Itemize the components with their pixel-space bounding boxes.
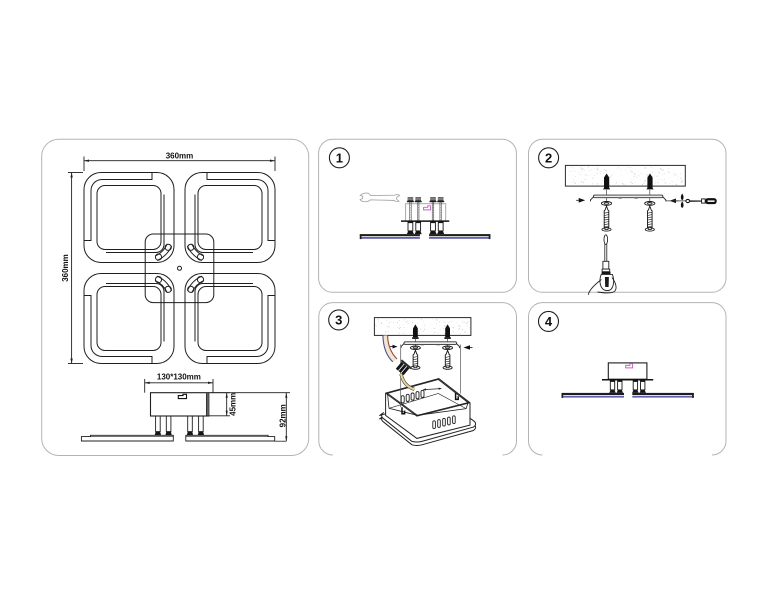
svg-text:360mm: 360mm [61, 254, 70, 282]
svg-text:2: 2 [545, 150, 552, 165]
svg-text:3: 3 [335, 313, 342, 328]
svg-text:4: 4 [545, 314, 553, 329]
svg-text:45mm: 45mm [228, 393, 237, 416]
svg-text:130*130mm: 130*130mm [157, 373, 201, 382]
svg-text:360mm: 360mm [166, 151, 194, 160]
svg-text:92mm: 92mm [278, 404, 287, 427]
svg-text:1: 1 [336, 150, 343, 165]
